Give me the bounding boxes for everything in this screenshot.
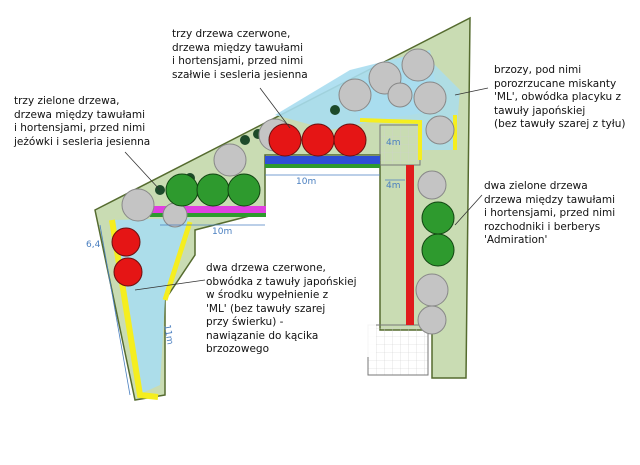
- trees-grey: [121, 48, 455, 335]
- edging-yellow-left-inner: [162, 221, 193, 301]
- tree-red: [268, 123, 302, 157]
- dim-10m-upper: 10m: [296, 177, 316, 187]
- label-red-trees-top: trzy drzewa czerwone, drzewa między tawu…: [172, 28, 322, 82]
- trees-red: [111, 123, 367, 287]
- strip-green-left: [150, 213, 266, 217]
- dim-4m-upper: 4m: [386, 181, 401, 191]
- label-birches: brzozy, pod nimi porozrzucane miskanty '…: [494, 64, 636, 132]
- strip-magenta-left: [150, 206, 266, 213]
- label-green-trees-left: trzy zielone drzewa, drzewa między tawuł…: [14, 95, 164, 149]
- tree-green: [196, 173, 230, 207]
- paving-square-lower: [367, 324, 429, 376]
- dim-10m-lower: 10m: [212, 227, 232, 237]
- tree-green: [421, 233, 455, 267]
- tree-red: [111, 227, 141, 257]
- strip-green-top: [265, 164, 380, 168]
- dim-4m-lower: 4m: [386, 138, 401, 148]
- tree-green: [421, 201, 455, 235]
- strip-red-right: [406, 165, 414, 325]
- tree-red: [301, 123, 335, 157]
- dim-64: 6,4: [86, 240, 101, 250]
- tree-red: [333, 123, 367, 157]
- tree-red: [113, 257, 143, 287]
- pointer-lines: [124, 87, 489, 291]
- tree-green: [227, 173, 261, 207]
- trees-green: [165, 173, 455, 267]
- label-red-trees-left: dwa drzewa czerwone, obwódka z tawuły ja…: [206, 262, 376, 357]
- paving-square-upper: [379, 124, 421, 166]
- label-green-trees-right: dwa zielone drzewa drzewa między tawułam…: [484, 180, 636, 248]
- dimension-lines: [99, 174, 405, 396]
- dim-11m: 11m: [161, 324, 174, 346]
- tree-green: [165, 173, 199, 207]
- edging-yellow-birch: [359, 115, 457, 160]
- strip-blue-top: [265, 156, 380, 164]
